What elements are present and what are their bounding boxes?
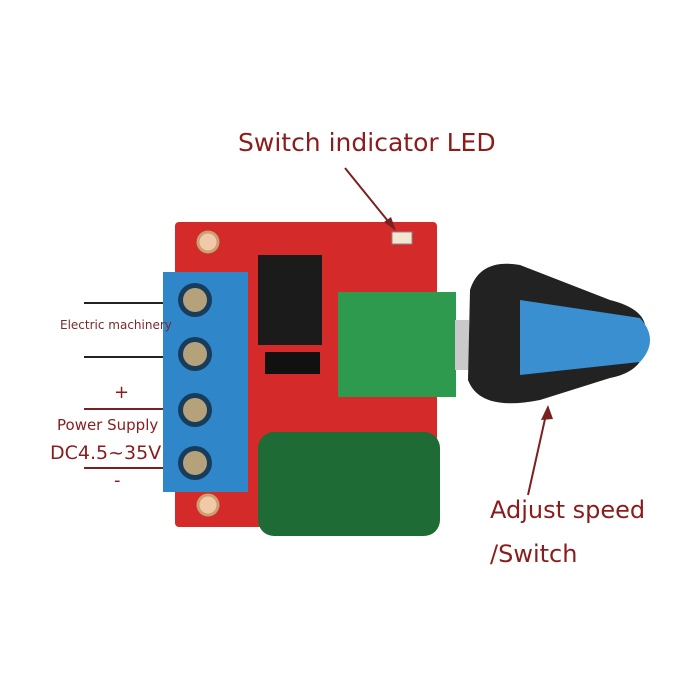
diode: [265, 352, 320, 374]
power-supply-label: Power Supply: [57, 416, 159, 434]
led-arrow: [344, 167, 393, 227]
mount-hole: [196, 230, 220, 254]
mosfet: [258, 255, 322, 345]
capacitor: [258, 432, 440, 536]
knob-stripe: [520, 300, 650, 375]
knob-arrow: [527, 409, 548, 496]
minus-label: -: [114, 470, 121, 491]
mount-hole: [196, 493, 220, 517]
adjust-speed-label: Adjust speed: [490, 496, 646, 524]
led-component: [391, 231, 413, 245]
switch-label: /Switch: [490, 540, 578, 568]
plus-label: +: [114, 382, 130, 403]
terminal-screws: [178, 283, 212, 480]
motor-label: Electric machinery: [60, 318, 172, 332]
voltage-label: DC4.5~35V: [50, 442, 162, 464]
led-label: Switch indicator LED: [238, 128, 496, 157]
potentiometer: [338, 292, 456, 397]
